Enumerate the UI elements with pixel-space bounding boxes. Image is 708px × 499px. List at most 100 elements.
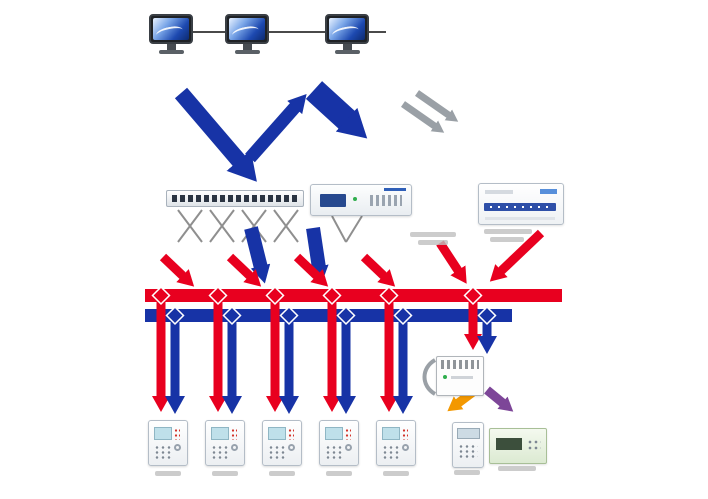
caption-placeholder (418, 240, 448, 245)
monitor-base (159, 50, 184, 54)
relay-knob (402, 444, 409, 451)
relay-lcd (211, 427, 229, 440)
caption-placeholder (410, 232, 456, 237)
bus-feed-red (226, 253, 262, 287)
bus-node-diamond (165, 305, 185, 326)
protection-relay (148, 420, 188, 466)
relay-keypad (325, 445, 344, 460)
relay-knob (288, 444, 295, 451)
switch-cables (177, 209, 363, 243)
controller-brand-stripe (384, 188, 406, 191)
caption-placeholder (155, 471, 181, 476)
relay-leds (402, 428, 408, 440)
caption-placeholder (484, 229, 532, 234)
relay-keypad (382, 445, 401, 460)
monitor-stand (167, 44, 176, 50)
switch-ports (172, 195, 298, 202)
bus-feed-blue (306, 226, 329, 284)
red-bus-nodes (151, 285, 483, 306)
workstation-monitor (149, 14, 195, 56)
server-label-placeholder (485, 190, 513, 194)
bay-panel-keys (458, 444, 478, 460)
converter-terminals (441, 360, 479, 369)
relay-lcd (154, 427, 172, 440)
controller-led (353, 197, 357, 201)
gray-link-arrow (400, 101, 445, 133)
uplink-arrow (245, 94, 307, 163)
server-foot (485, 217, 555, 220)
purple-branch-arrow (484, 386, 514, 412)
protection-relay (376, 420, 416, 466)
bus-feed-red (293, 253, 329, 287)
downlink-arrow-wide (305, 81, 368, 139)
caption-placeholder (454, 470, 480, 475)
bus-node-diamond (393, 305, 413, 326)
caption-placeholder (269, 471, 295, 476)
bus-node-diamond (222, 305, 242, 326)
monitor-base (235, 50, 260, 54)
monitor-screen (153, 18, 189, 40)
controller-keys (370, 195, 402, 206)
bay-panel-device (452, 422, 484, 468)
caption-placeholder (383, 471, 409, 476)
gray-link-arrow (414, 90, 459, 122)
relay-keypad (268, 445, 287, 460)
comm-controller (310, 184, 412, 216)
monitor-screen (329, 18, 365, 40)
converter-led (443, 375, 447, 379)
bus-feed-blue (244, 226, 271, 284)
relay-knob (174, 444, 181, 451)
relay-leds (174, 428, 180, 440)
protection-relay (205, 420, 245, 466)
meter-screen (496, 438, 522, 450)
bus-node-diamond (151, 285, 171, 306)
relay-leds (288, 428, 294, 440)
workstation-monitor (325, 14, 371, 56)
workstation-monitor (225, 14, 271, 56)
protection-relay (319, 420, 359, 466)
relay-keypad (211, 445, 230, 460)
bus-node-diamond (265, 285, 285, 306)
monitor-stand (243, 44, 252, 50)
bus-feed-red (360, 253, 396, 287)
bus-feed-red (159, 253, 195, 287)
caption-placeholder (212, 471, 238, 476)
bus-feed-red (436, 240, 467, 284)
converter-label-placeholder (451, 376, 473, 379)
bus-node-diamond (379, 285, 399, 306)
caption-placeholder (498, 466, 536, 471)
relay-leds (231, 428, 237, 440)
caption-placeholder (326, 471, 352, 476)
relay-keypad (154, 445, 173, 460)
red-bus (145, 289, 562, 302)
relay-lcd (382, 427, 400, 440)
protocol-converter (436, 356, 484, 396)
server-to-bus-red (489, 229, 545, 282)
downlink-arrow (174, 87, 257, 182)
monitor-stand (343, 44, 352, 50)
bus-node-diamond (336, 305, 356, 326)
relay-lcd (268, 427, 286, 440)
bus-node-diamond (463, 285, 483, 306)
bus-node-diamond (477, 305, 497, 326)
meter-buttons (527, 439, 541, 451)
relay-leds (345, 428, 351, 440)
protection-relay (262, 420, 302, 466)
relay-knob (231, 444, 238, 451)
bus-node-diamond (322, 285, 342, 306)
relay-knob (345, 444, 352, 451)
brace-curve (422, 358, 437, 396)
monitor-base (335, 50, 360, 54)
relay-lcd (325, 427, 343, 440)
server-led-stripe (484, 203, 556, 211)
caption-placeholder (490, 237, 524, 242)
blue-bus-nodes (165, 305, 497, 326)
ethernet-switch (166, 190, 304, 207)
server-logo (540, 189, 557, 194)
monitor-screen (229, 18, 265, 40)
